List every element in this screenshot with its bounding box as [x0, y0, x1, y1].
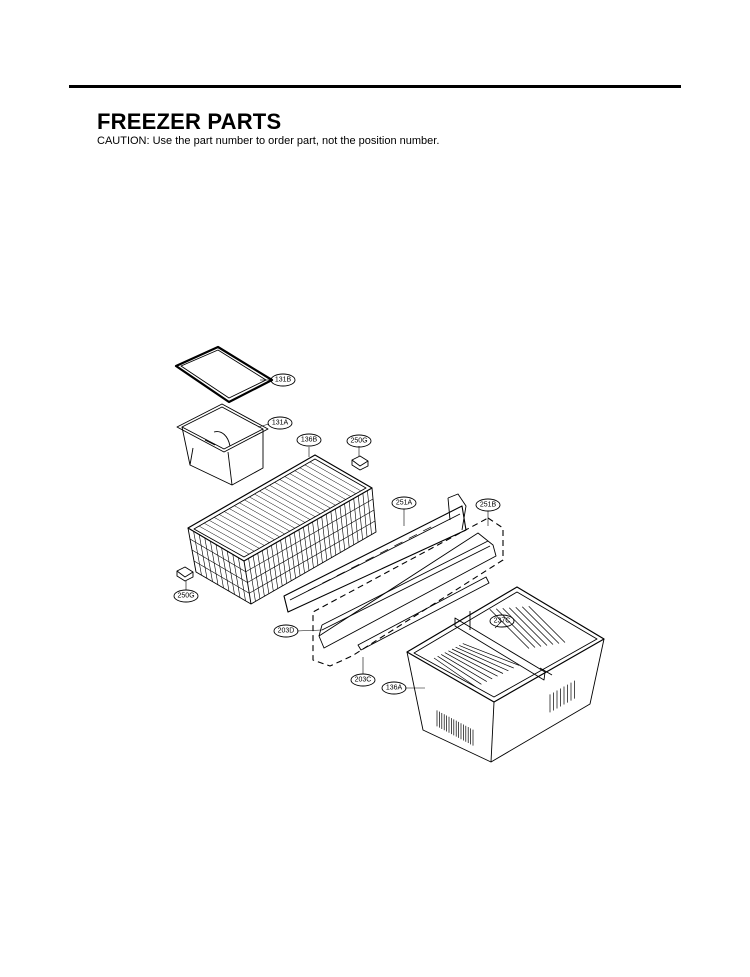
part-136b-wire-basket — [187, 454, 377, 605]
basket-rib — [441, 654, 487, 682]
part-131a-small-bin — [176, 403, 269, 486]
callout-250g-top: 250G — [346, 434, 372, 448]
basket-wire — [259, 490, 311, 520]
basket-wire — [247, 509, 375, 583]
rail-slot — [423, 526, 432, 532]
basket-rib — [509, 607, 548, 646]
svg-text:237C: 237C — [494, 618, 511, 625]
callout-251a: 251A — [391, 496, 417, 510]
callout-203c: 203C — [350, 673, 376, 687]
rail-slot — [351, 563, 360, 569]
basket-wire — [254, 493, 306, 523]
basket-wire — [198, 525, 250, 555]
basket-wire — [229, 508, 280, 538]
basket-wire — [234, 505, 285, 535]
basket-rib — [515, 607, 554, 645]
rail-slot — [379, 549, 389, 554]
rail-slot — [408, 534, 417, 539]
part-251a-rail — [283, 493, 467, 613]
basket-rib — [451, 648, 504, 674]
callout-136b: 136B — [296, 433, 322, 447]
rail-slot — [365, 556, 374, 562]
basket-wire — [269, 485, 321, 515]
svg-text:136B: 136B — [301, 437, 318, 444]
callout-237c: 237C — [489, 614, 515, 628]
svg-text:250G: 250G — [350, 438, 367, 445]
basket-wire — [203, 522, 255, 552]
callout-131b: 131B — [270, 373, 296, 387]
callout-136a: 136A — [381, 681, 407, 695]
part-250g-clip-left — [176, 566, 194, 582]
part-131b-tray-lid — [174, 345, 274, 404]
basket-wire — [214, 517, 265, 546]
svg-text:203D: 203D — [278, 628, 295, 635]
caution-note: CAUTION: Use the part number to order pa… — [97, 135, 440, 147]
basket-wire — [224, 511, 275, 540]
basket-wire — [294, 470, 346, 500]
part-203c-strip — [357, 576, 490, 651]
basket-wire — [189, 538, 246, 573]
basket-wire — [219, 514, 270, 543]
svg-text:131A: 131A — [272, 420, 289, 427]
basket-rib — [459, 645, 514, 669]
basket-wire — [309, 461, 362, 492]
part-251b-rail-assembly — [312, 517, 504, 667]
basket-rib — [462, 643, 520, 666]
part-136a-large-basket — [406, 586, 605, 763]
callout-131a: 131A — [267, 416, 293, 430]
basket-wire — [279, 479, 331, 509]
part-250g-clip-top — [351, 455, 369, 471]
basket-wire — [191, 549, 248, 583]
basket-rib — [522, 606, 560, 644]
basket-rib — [528, 606, 566, 643]
header-rule — [69, 85, 681, 88]
callout-251b: 251B — [475, 498, 501, 512]
basket-rib — [437, 655, 482, 685]
basket-wire — [193, 560, 250, 594]
basket-rib — [455, 646, 509, 672]
page-title: FREEZER PARTS — [97, 109, 282, 134]
basket-wire — [289, 473, 341, 503]
basket-wire — [304, 464, 356, 494]
basket-wire — [299, 467, 351, 497]
basket-wire — [249, 496, 301, 526]
rail-slot — [307, 586, 317, 592]
basket-wire — [264, 487, 316, 517]
svg-text:250G: 250G — [177, 593, 194, 600]
basket-wire — [284, 476, 336, 506]
svg-text:203C: 203C — [355, 677, 372, 684]
basket-wire — [239, 502, 290, 532]
callout-203d: 203D — [273, 624, 299, 638]
callout-250g-left: 250G — [173, 589, 199, 603]
basket-wire — [209, 520, 260, 549]
basket-wire — [249, 520, 376, 594]
basket-rib — [444, 652, 493, 680]
leader-lines — [185, 379, 503, 689]
svg-text:131B: 131B — [275, 377, 292, 384]
basket-rib — [448, 650, 498, 677]
basket-rib — [433, 657, 477, 688]
svg-text:251B: 251B — [480, 502, 497, 509]
basket-rib — [502, 608, 542, 647]
rail-slot — [322, 578, 331, 584]
svg-text:251A: 251A — [396, 500, 413, 507]
basket-wire — [245, 498, 374, 573]
svg-text:136A: 136A — [386, 685, 403, 692]
rail-slot — [336, 571, 345, 577]
basket-wire — [274, 482, 326, 512]
rail-slot — [394, 541, 403, 547]
basket-wire — [244, 499, 295, 529]
